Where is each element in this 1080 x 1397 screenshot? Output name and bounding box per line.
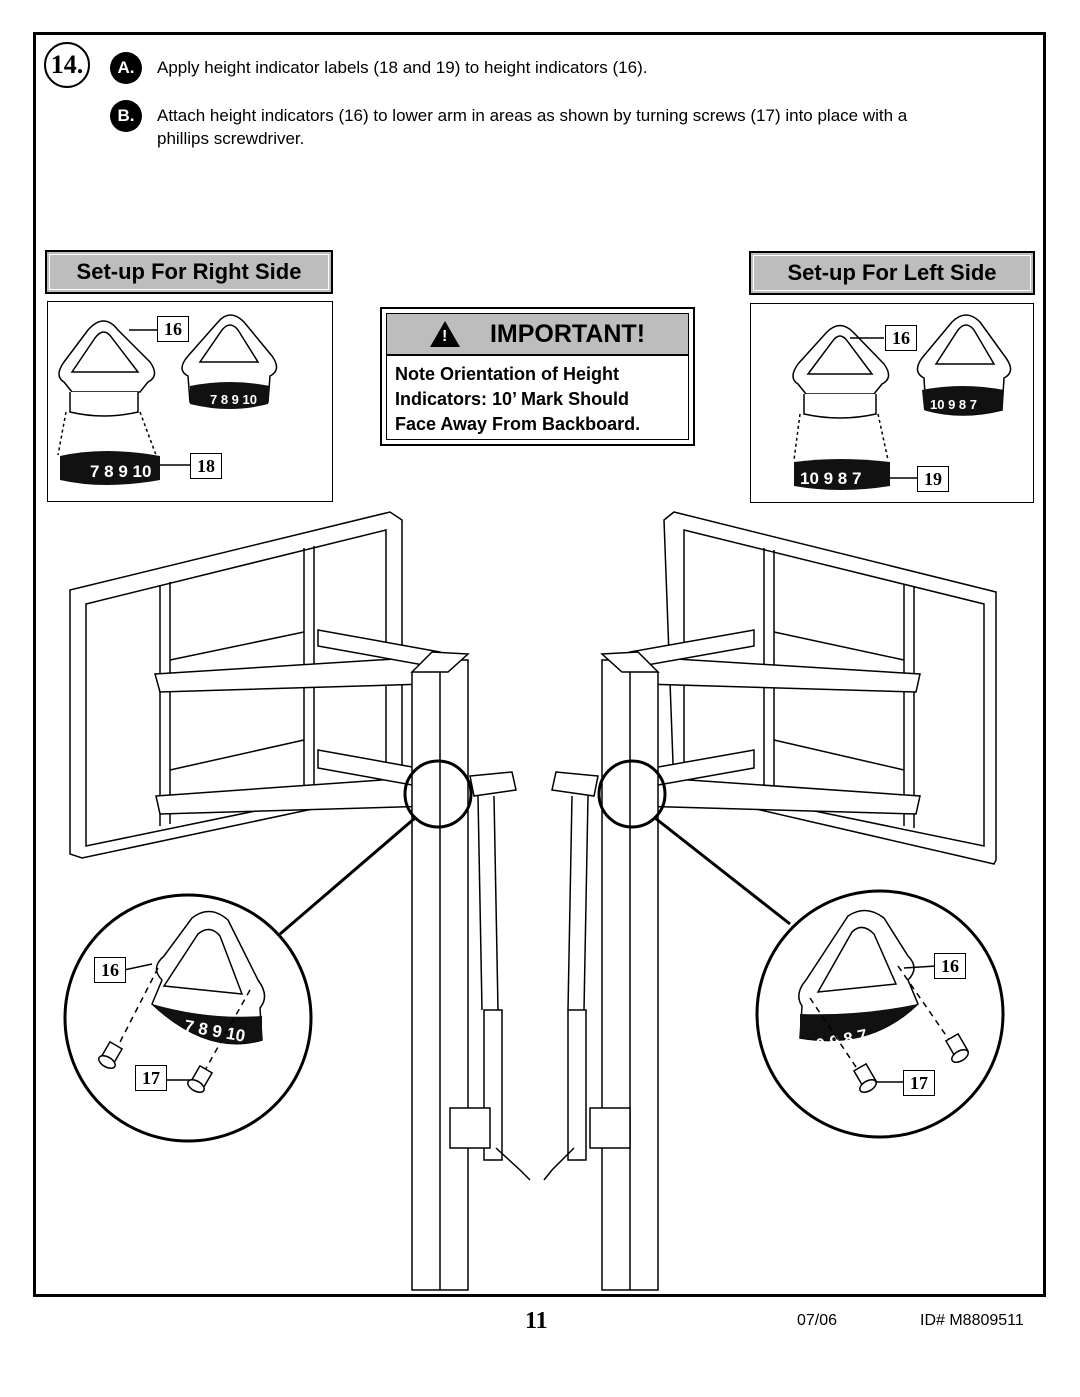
right-highlight-circle [403, 759, 473, 829]
svg-text:10 9 8 7: 10 9 8 7 [930, 397, 977, 412]
svg-text:7 8 9 10: 7 8 9 10 [210, 392, 257, 407]
important-header: ! IMPORTANT! [387, 314, 688, 356]
step-a-text: Apply height indicator labels (18 and 19… [157, 58, 648, 77]
callout-right-16: 16 [157, 316, 189, 342]
right-magnified-label [152, 1004, 262, 1044]
important-line1: Note Orientation of Height [395, 364, 619, 384]
page-frame [33, 32, 1046, 1297]
important-notice: ! IMPORTANT! Note Orientation of Height … [380, 307, 695, 446]
step-b-text-line1: Attach height indicators (16) to lower a… [157, 106, 908, 125]
right-upper-arm [154, 629, 441, 693]
callout-detail-left-16: 16 [934, 953, 966, 979]
left-screws [852, 1032, 970, 1093]
left-magnified-label [800, 1004, 918, 1041]
right-assembled-label [190, 382, 270, 409]
callout-left-16: 16 [885, 325, 917, 351]
right-screws [98, 1040, 214, 1093]
callout-left-19: 19 [917, 466, 949, 492]
step-b-badge: B. [110, 100, 142, 132]
important-text: Note Orientation of Height Indicators: 1… [395, 362, 682, 437]
left-indicator-exploded [792, 324, 890, 461]
step-b-text-line2: phillips screwdriver. [157, 129, 305, 148]
right-label-18 [60, 451, 160, 485]
important-title: IMPORTANT! [489, 319, 646, 348]
left-pole [543, 651, 660, 1291]
callout-detail-left-17: 17 [903, 1070, 935, 1096]
left-label-19 [794, 459, 890, 490]
left-label-19-digits: 10 9 8 7 [800, 469, 861, 488]
left-assembled-label [922, 386, 1004, 415]
callout-detail-right-17: 17 [135, 1065, 167, 1091]
page-number: 11 [525, 1308, 548, 1334]
right-side-header: Set-up For Right Side [45, 250, 333, 294]
callout-right-18: 18 [190, 453, 222, 479]
footer-doc-id: ID# M8809511 [920, 1312, 1024, 1329]
step-number: 14. [44, 42, 90, 88]
left-highlight-circle [597, 759, 667, 829]
important-line2: Indicators: 10’ Mark Should [395, 389, 630, 409]
warning-icon: ! [429, 321, 460, 347]
right-label-18-digits: 7 8 9 10 [90, 462, 151, 481]
right-pole [410, 651, 531, 1291]
important-line3: Face Away From Backboard. [395, 414, 641, 434]
left-side-header: Set-up For Left Side [749, 251, 1035, 295]
step-a-badge: A. [110, 52, 142, 84]
footer-date: 07/06 [797, 1312, 838, 1329]
callout-detail-right-16: 16 [94, 957, 126, 983]
right-indicator-exploded [57, 320, 157, 456]
